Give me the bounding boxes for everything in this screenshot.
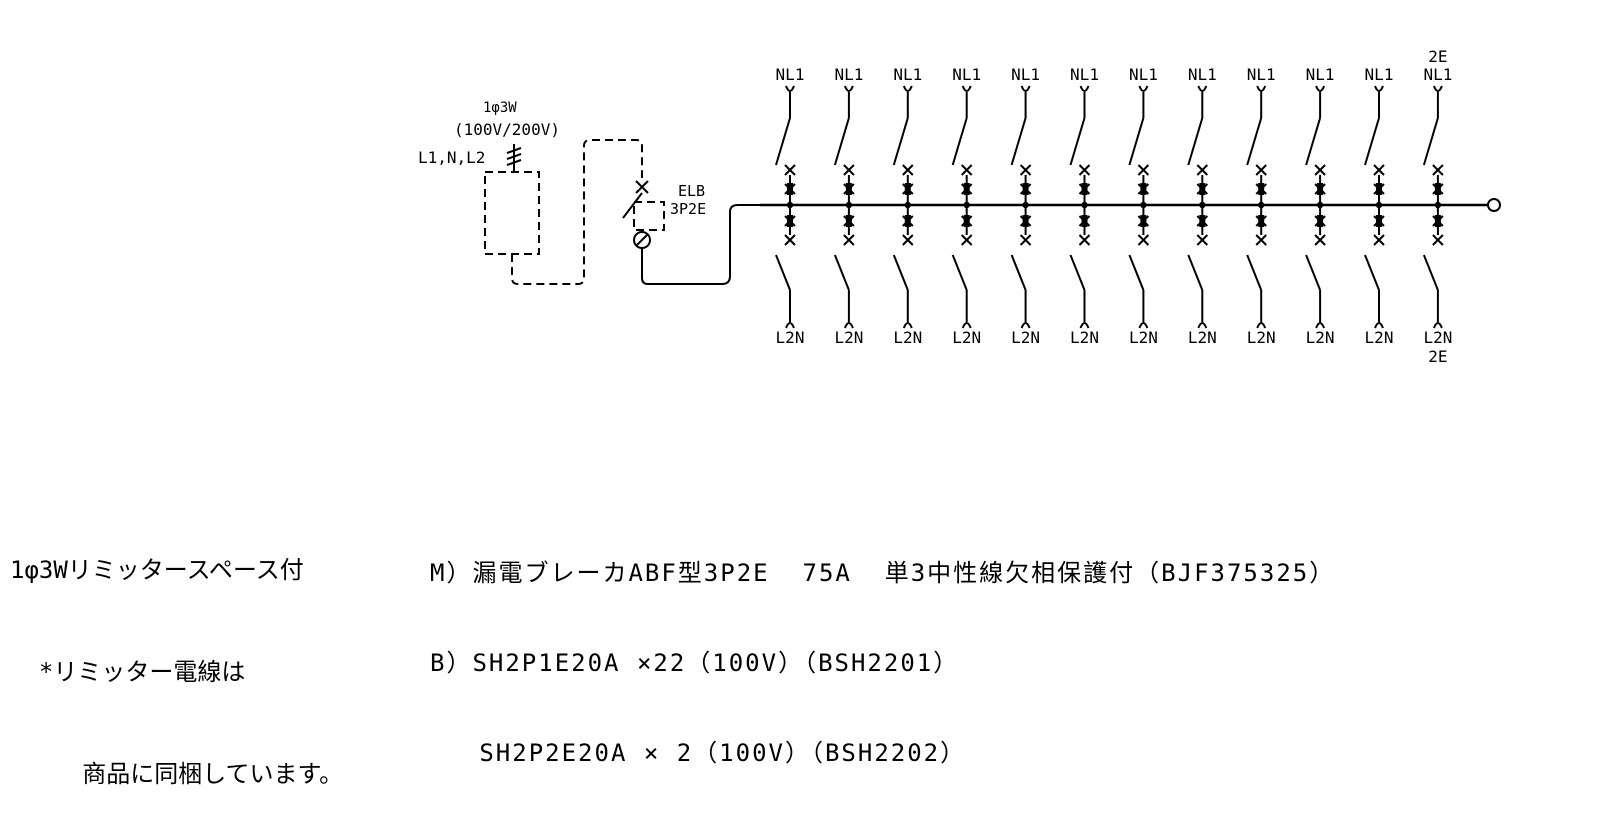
branch-top-label: NL1 (1306, 65, 1335, 84)
branch-top-label: NL1 (1247, 65, 1276, 84)
main-breaker-name: ELB (678, 182, 705, 200)
branch-top-label: NL1 (893, 65, 922, 84)
branch-top-label: NL1 (1365, 65, 1394, 84)
limiter-note-line: 1φ3Wリミッタースペース付 (10, 556, 304, 584)
branch-bottom-label: L2N (1011, 328, 1040, 347)
limiter-wire (511, 139, 643, 285)
branch-bottom-label: L2N (834, 328, 863, 347)
branch-bottom-label: L2N (1365, 328, 1394, 347)
branch-bottom-label: L2N (1306, 328, 1335, 347)
branch-top-label: NL1 (1423, 65, 1452, 84)
spec-line-branch: SH2P2E20A × 2（100V）（BSH2202） (430, 739, 967, 767)
branch-top-label: NL1 (952, 65, 981, 84)
branch-bottom-label: L2N (776, 328, 805, 347)
supply-phase-label: 1φ3W (483, 100, 517, 116)
branch-top-label: NL1 (834, 65, 863, 84)
main-breaker-pole: 3P2E (670, 200, 706, 218)
branch-bottom-label: L2N (1129, 328, 1158, 347)
limiter-space-box (484, 171, 540, 255)
branch-bottom-label: L2N (1423, 328, 1452, 347)
branch-bottom-label: L2N (1188, 328, 1217, 347)
spec-line-branch: B）SH2P1E20A ×22（100V）（BSH2201） (430, 649, 960, 677)
branch-top-label: NL1 (776, 65, 805, 84)
limiter-note-line: *リミッター電線は (10, 658, 246, 686)
branch-bottom-label: L2N (1070, 328, 1099, 347)
single-line-diagram: 1φ3W (100V/200V) L1,N,L2 ELB 3P2E NL1L2N… (418, 47, 1501, 366)
branch-top-extra-label: 2E (1428, 47, 1447, 66)
main-breaker-symbol (622, 180, 760, 285)
limiter-note: 1φ3Wリミッタースペース付 *リミッター電線は 商品に同梱しています。 (10, 485, 343, 825)
supply-conductor (506, 144, 522, 172)
branch-bottom-label: L2N (952, 328, 981, 347)
bus-end-terminal (1487, 198, 1501, 212)
branch-top-label: NL1 (1070, 65, 1099, 84)
branch-bottom-label: L2N (893, 328, 922, 347)
branch-top-label: NL1 (1188, 65, 1217, 84)
branch-bottom-extra-label: 2E (1428, 347, 1447, 366)
supply-voltage-label: (100V/200V) (454, 120, 560, 139)
branch-circuits: NL1L2NNL1L2NNL1L2NNL1L2NNL1L2NNL1L2NNL1L… (775, 47, 1452, 366)
limiter-note-line: 商品に同梱しています。 (10, 760, 344, 788)
supply-wires-label: L1,N,L2 (418, 148, 485, 167)
branch-top-label: NL1 (1011, 65, 1040, 84)
branch-bottom-label: L2N (1247, 328, 1276, 347)
spec-list: M）漏電ブレーカABF型3P2E 75A 単3中性線欠相保護付（BJF37532… (430, 498, 1335, 798)
branch-top-label: NL1 (1129, 65, 1158, 84)
spec-line-main: M）漏電ブレーカABF型3P2E 75A 単3中性線欠相保護付（BJF37532… (430, 559, 1336, 587)
